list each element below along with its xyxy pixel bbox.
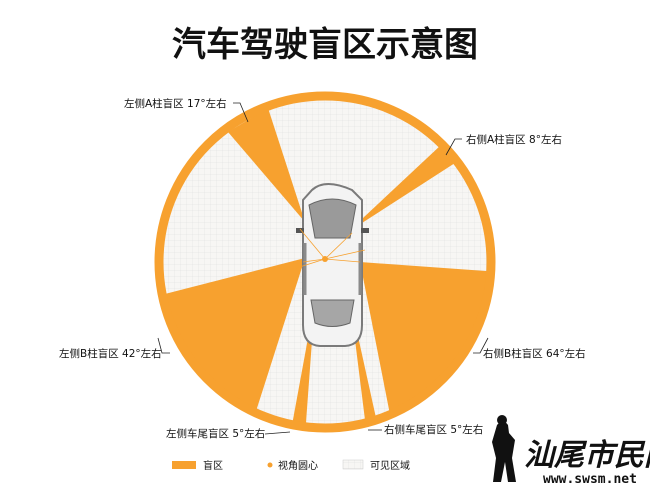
legend-view-center-label: 视角圆心 — [278, 459, 318, 472]
right-b-pillar-label: 右侧B柱盲区 64°左右 — [483, 347, 586, 360]
left-a-pillar-blind-zone — [228, 108, 305, 222]
left-a-pillar-label: 左侧A柱盲区 17°左右 — [124, 97, 227, 110]
car-top-view — [296, 183, 369, 347]
right-a-pillar-label: 右侧A柱盲区 8°左右 — [466, 133, 562, 146]
view-circle-outline — [154, 91, 496, 433]
sight-lines — [289, 228, 366, 271]
legend: 盲区 视角圆心 可见区域 — [172, 459, 410, 472]
legend-view-center-dot — [267, 462, 273, 468]
watermark-url: www.swsm.net — [543, 472, 637, 487]
legend-blind-zone-label: 盲区 — [203, 459, 223, 472]
legend-blind-zone-swatch — [172, 461, 196, 469]
leader-lines — [157, 102, 489, 435]
watermark-logo-text: 汕尾市民网 — [524, 438, 650, 473]
right-rear-label: 右侧车尾盲区 5°左右 — [384, 423, 483, 436]
legend-visible-area-swatch — [342, 459, 364, 470]
left-b-pillar-label: 左侧B柱盲区 42°左右 — [59, 347, 162, 360]
person-silhouette-icon — [492, 421, 516, 482]
left-rear-label: 左侧车尾盲区 5°左右 — [166, 427, 265, 440]
watermark-logo: 汕尾市民网 www.swsm.net — [492, 415, 650, 487]
diagram-title: 汽车驾驶盲区示意图 — [172, 25, 478, 65]
legend-visible-area-label: 可见区域 — [370, 459, 410, 472]
right-a-pillar-blind-zone — [348, 145, 455, 232]
view-center-point — [322, 256, 328, 262]
